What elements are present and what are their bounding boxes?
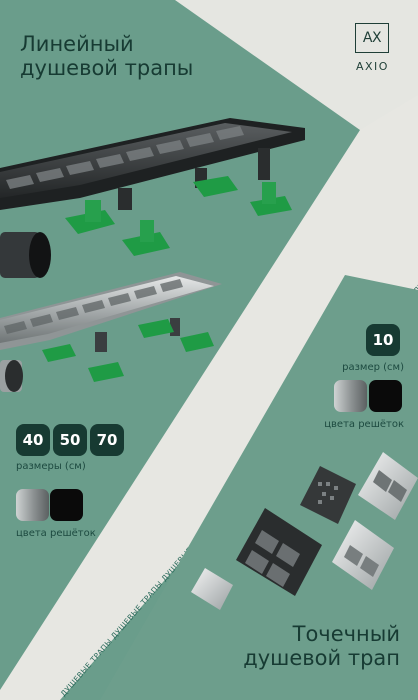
top-light-panel [175, 0, 418, 290]
point-size-label: размер (см) [342, 362, 404, 373]
linear-sizes-label: размеры (см) [16, 461, 86, 472]
linear-size-value: 50 [59, 431, 81, 449]
linear-colors-label: цвета решёток [16, 528, 96, 539]
steel-linear-drain [0, 272, 222, 392]
brand-name: AXIO [356, 60, 389, 73]
diagonal-band [0, 95, 418, 700]
point-size-value: 10 [372, 331, 394, 349]
linear-size-badge-40: 40 [16, 424, 50, 456]
linear-title: Линейный душевой трапы [20, 32, 193, 80]
point-colors-label: цвета решёток [324, 419, 404, 430]
brand-logo-mark: AX [355, 23, 389, 53]
linear-size-badge-50: 50 [53, 424, 87, 456]
linear-size-badge-70: 70 [90, 424, 124, 456]
linear-black-swatch [50, 489, 83, 521]
point-title-line2: душевой трап [243, 646, 400, 670]
point-steel-swatch [334, 380, 367, 412]
logo-mark-text: AX [362, 30, 382, 46]
point-black-swatch [369, 380, 402, 412]
linear-size-value: 40 [22, 431, 44, 449]
point-drain-grates [191, 452, 418, 610]
linear-title-line1: Линейный [20, 32, 134, 56]
black-linear-drain [0, 118, 305, 278]
linear-steel-swatch [16, 489, 49, 521]
point-title-line1: Точечный [292, 622, 400, 646]
linear-size-value: 70 [96, 431, 118, 449]
linear-title-line2: душевой трапы [20, 56, 194, 80]
point-title: Точечный душевой трап [243, 622, 400, 670]
point-size-badge: 10 [366, 324, 400, 356]
